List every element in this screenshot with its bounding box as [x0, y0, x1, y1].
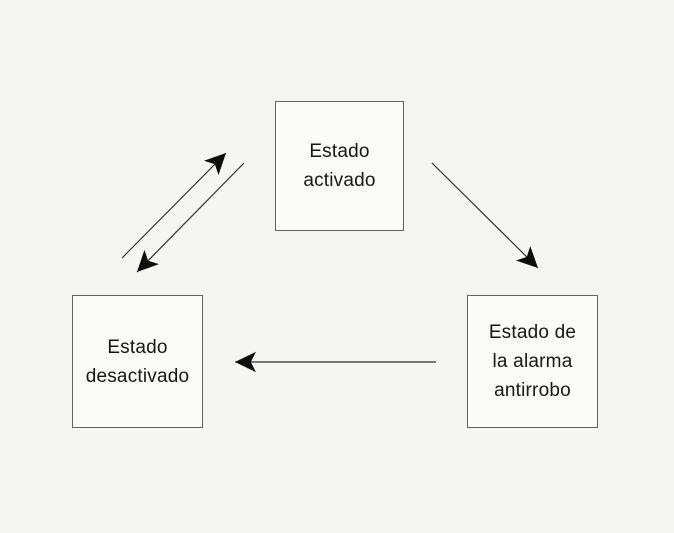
state-node-desactivado: Estado desactivado: [72, 295, 203, 428]
arrow-desactivado-to-activado: [121, 152, 227, 259]
state-node-alarma-antirrobo-label: Estado de la alarma antirrobo: [489, 318, 576, 405]
label-line: la alarma: [492, 351, 573, 372]
state-node-activado-label: Estado activado: [303, 137, 375, 195]
label-line: antirrobo: [494, 380, 571, 401]
arrow-activado-to-alarma: [431, 162, 539, 269]
label-line: desactivado: [85, 365, 190, 387]
label-line: activado: [303, 170, 376, 191]
arrow-activado-to-desactivado: [136, 162, 245, 273]
state-node-desactivado-label: Estado desactivado: [86, 333, 190, 391]
label-line: Estado: [309, 141, 370, 162]
state-node-activado: Estado activado: [275, 101, 404, 231]
state-node-alarma-antirrobo: Estado de la alarma antirrobo: [467, 295, 598, 428]
label-line: Estado de: [488, 322, 577, 343]
label-line: Estado: [107, 336, 168, 358]
